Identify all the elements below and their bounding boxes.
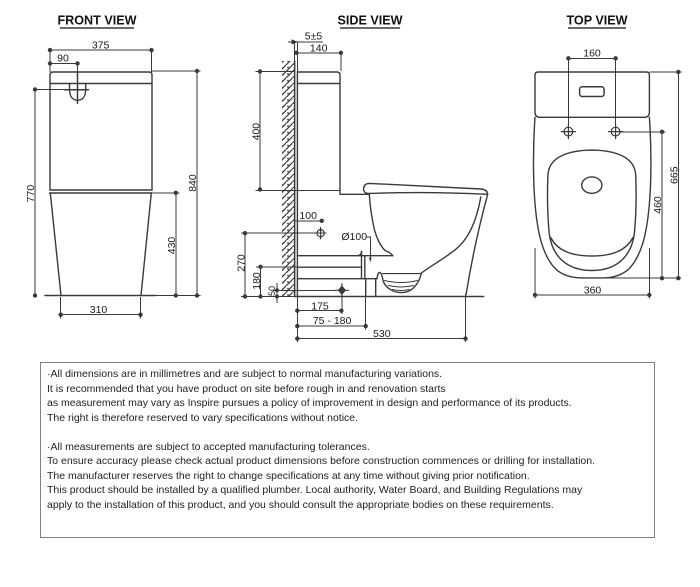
svg-text:175: 175 — [311, 301, 329, 313]
svg-text:FRONT VIEW: FRONT VIEW — [57, 14, 136, 28]
svg-text:75 - 180: 75 - 180 — [313, 315, 352, 327]
svg-text:375: 375 — [92, 39, 110, 51]
svg-text:665: 665 — [669, 166, 681, 184]
svg-text:430: 430 — [166, 237, 178, 255]
svg-text:TOP VIEW: TOP VIEW — [566, 14, 627, 28]
svg-text:460: 460 — [652, 196, 664, 214]
svg-text:160: 160 — [583, 47, 601, 59]
svg-text:Ø100: Ø100 — [341, 231, 367, 243]
svg-text:50: 50 — [267, 286, 277, 296]
svg-text:5±5: 5±5 — [305, 31, 323, 43]
svg-text:SIDE VIEW: SIDE VIEW — [337, 14, 402, 28]
svg-text:530: 530 — [373, 328, 391, 340]
svg-text:90: 90 — [57, 53, 69, 65]
svg-text:840: 840 — [187, 174, 199, 192]
svg-text:100: 100 — [299, 210, 317, 222]
svg-text:360: 360 — [584, 285, 602, 297]
svg-text:270: 270 — [235, 254, 247, 272]
svg-text:180: 180 — [251, 272, 263, 290]
svg-text:770: 770 — [25, 185, 37, 203]
svg-text:310: 310 — [90, 304, 108, 316]
svg-text:400: 400 — [250, 123, 262, 141]
svg-text:140: 140 — [310, 42, 328, 54]
